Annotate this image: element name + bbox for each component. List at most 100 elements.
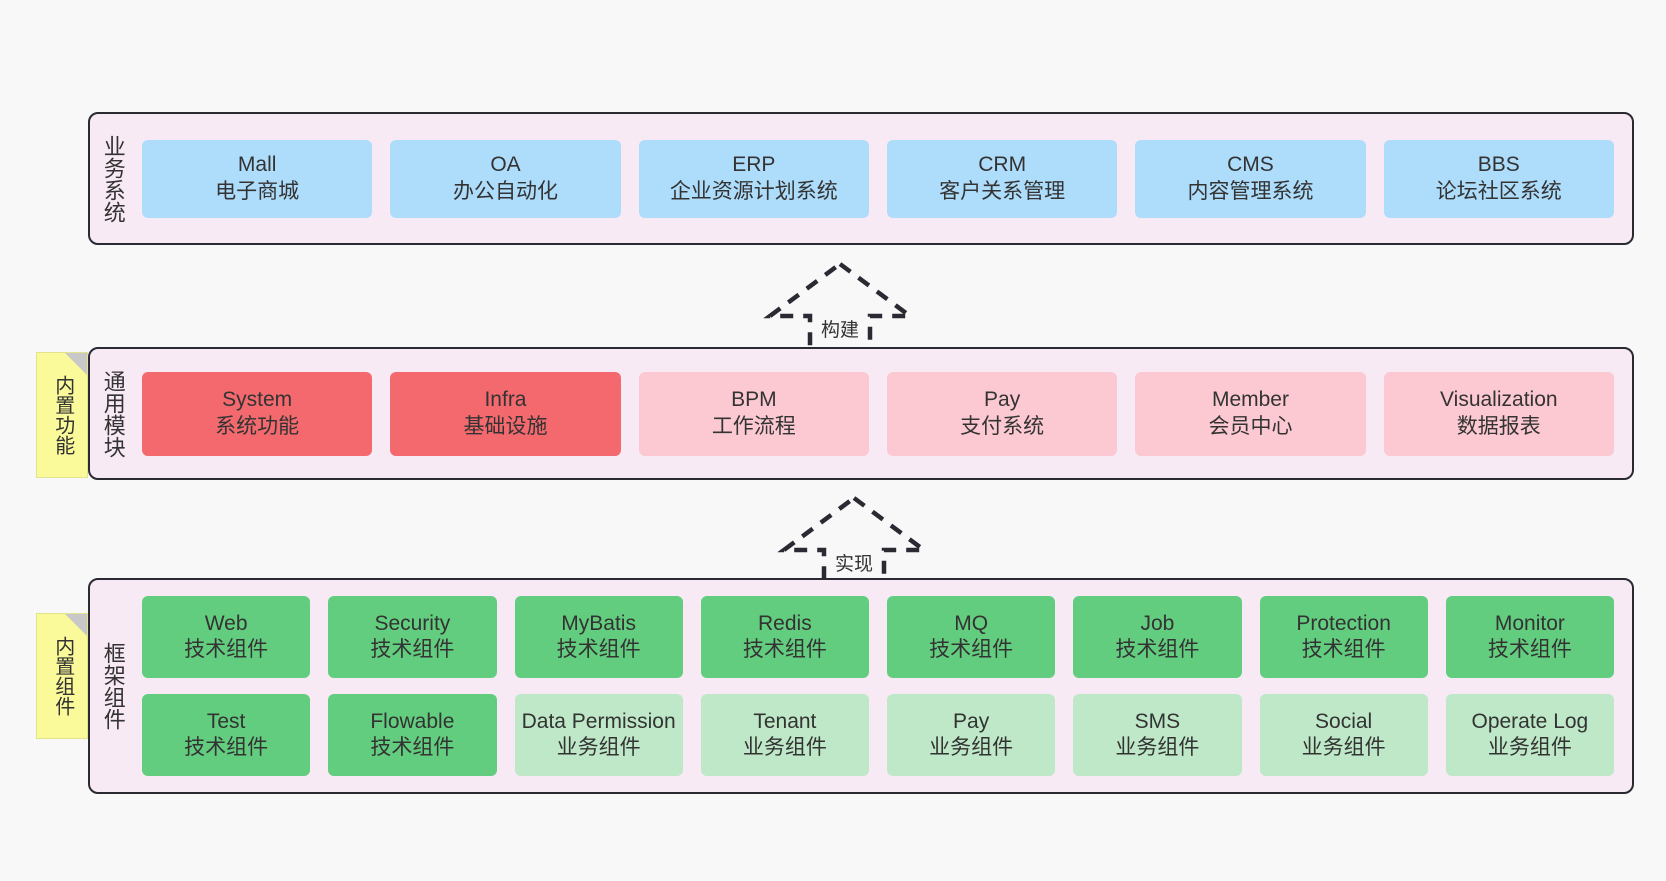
cell-row-common: System 系统功能 Infra 基础设施 BPM 工作流程 Pay 支付系统… [142, 371, 1614, 456]
sticky-note-builtin-function: 内置功能 [36, 352, 88, 478]
component-cn-label: 技术组件 [742, 638, 827, 661]
module-cn-label: 会员中心 [1208, 414, 1293, 438]
module-cn-label: 数据报表 [1456, 414, 1541, 438]
realize-arrow: 实现 [766, 492, 942, 592]
component-en-label: Protection [1296, 611, 1391, 635]
module-en-label: CRM [978, 153, 1027, 177]
component-card-web[interactable]: Web 技术组件 [142, 596, 311, 678]
component-cn-label: 技术组件 [184, 638, 269, 661]
sticky-note-builtin-component: 内置组件 [36, 613, 88, 739]
component-en-label: Tenant [753, 709, 817, 733]
module-cn-label: 工作流程 [711, 414, 796, 438]
component-card-sms[interactable]: SMS 业务组件 [1073, 694, 1242, 776]
layer-body-business: Mall 电子商城 OA 办公自动化 ERP 企业资源计划系统 CRM 客户关系… [136, 114, 1632, 243]
module-card-cms[interactable]: CMS 内容管理系统 [1135, 139, 1366, 218]
component-card-protection[interactable]: Protection 技术组件 [1259, 596, 1428, 678]
component-cn-label: 业务组件 [1487, 736, 1572, 759]
module-cn-label: 客户关系管理 [939, 179, 1066, 203]
component-cn-label: 技术组件 [1301, 638, 1386, 661]
module-en-label: BPM [731, 388, 777, 412]
component-cn-label: 技术组件 [370, 638, 455, 661]
module-card-crm[interactable]: CRM 客户关系管理 [886, 139, 1118, 218]
module-cn-label: 内容管理系统 [1187, 179, 1314, 203]
module-card-infra[interactable]: Infra 基础设施 [390, 371, 621, 456]
component-en-label: SMS [1134, 709, 1181, 733]
component-card-monitor[interactable]: Monitor 技术组件 [1445, 596, 1614, 678]
component-en-label: Pay [953, 709, 990, 733]
module-en-label: Member [1211, 388, 1289, 412]
component-cn-label: 业务组件 [556, 736, 641, 759]
layer-framework-component: 框架组件 Web 技术组件 Security 技术组件 MyBatis 技术组件… [88, 578, 1634, 794]
component-card-flowable[interactable]: Flowable 技术组件 [328, 694, 497, 776]
component-en-label: Data Permission [521, 709, 676, 733]
component-cn-label: 技术组件 [184, 736, 269, 759]
component-card-mybatis[interactable]: MyBatis 技术组件 [514, 596, 683, 678]
component-card-social[interactable]: Social 业务组件 [1259, 694, 1428, 776]
module-cn-label: 系统功能 [215, 414, 300, 438]
realize-arrow-shape [777, 495, 931, 589]
module-cn-label: 企业资源计划系统 [669, 179, 838, 203]
component-en-label: MQ [954, 611, 989, 635]
module-en-label: System [222, 388, 293, 412]
module-en-label: OA [490, 153, 521, 177]
module-card-system[interactable]: System 系统功能 [142, 371, 373, 456]
component-en-label: Web [204, 611, 248, 635]
cell-row-business: Mall 电子商城 OA 办公自动化 ERP 企业资源计划系统 CRM 客户关系… [142, 139, 1614, 218]
layer-body-framework: Web 技术组件 Security 技术组件 MyBatis 技术组件 Redi… [136, 580, 1632, 792]
component-en-label: Social [1315, 709, 1373, 733]
module-en-label: Visualization [1440, 388, 1558, 412]
component-card-mq[interactable]: MQ 技术组件 [887, 596, 1056, 678]
layer-title-business: 业务系统 [100, 134, 126, 223]
component-card-job[interactable]: Job 技术组件 [1073, 596, 1242, 678]
module-en-label: Mall [237, 153, 277, 177]
component-cn-label: 技术组件 [1115, 638, 1200, 661]
module-card-bpm[interactable]: BPM 工作流程 [638, 371, 869, 456]
module-en-label: CMS [1227, 153, 1274, 177]
component-cn-label: 业务组件 [742, 736, 827, 759]
component-en-label: Test [206, 709, 246, 733]
component-en-label: Flowable [370, 709, 455, 733]
cell-row-framework-business: Test 技术组件 Flowable 技术组件 Data Permission … [142, 694, 1614, 776]
module-en-label: Infra [484, 388, 527, 412]
component-cn-label: 技术组件 [370, 736, 455, 759]
layer-title-framework: 框架组件 [100, 642, 126, 730]
component-card-tenant[interactable]: Tenant 业务组件 [700, 694, 869, 776]
component-en-label: Monitor [1494, 611, 1565, 635]
component-card-security[interactable]: Security 技术组件 [328, 596, 497, 678]
build-arrow-shape [763, 261, 917, 355]
component-en-label: Redis [758, 611, 812, 635]
module-card-bbs[interactable]: BBS 论坛社区系统 [1383, 139, 1614, 218]
component-en-label: Operate Log [1471, 709, 1589, 733]
sticky-note-label: 内置组件 [51, 636, 74, 716]
module-card-pay[interactable]: Pay 支付系统 [886, 371, 1118, 456]
module-cn-label: 办公自动化 [452, 179, 558, 203]
module-card-member[interactable]: Member 会员中心 [1135, 371, 1366, 456]
module-en-label: BBS [1477, 153, 1520, 177]
cell-row-framework-tech: Web 技术组件 Security 技术组件 MyBatis 技术组件 Redi… [142, 596, 1614, 678]
layer-body-common: System 系统功能 Infra 基础设施 BPM 工作流程 Pay 支付系统… [136, 349, 1632, 478]
module-cn-label: 论坛社区系统 [1435, 179, 1562, 203]
component-cn-label: 业务组件 [929, 736, 1014, 759]
component-en-label: Security [374, 611, 451, 635]
component-card-pay[interactable]: Pay 业务组件 [887, 694, 1056, 776]
module-card-erp[interactable]: ERP 企业资源计划系统 [638, 139, 869, 218]
component-cn-label: 技术组件 [556, 638, 641, 661]
component-cn-label: 业务组件 [1301, 736, 1386, 759]
layer-business-system: 业务系统 Mall 电子商城 OA 办公自动化 ERP 企业资源计划系统 CRM… [88, 112, 1634, 245]
sticky-note-label: 内置功能 [51, 375, 74, 455]
component-en-label: Job [1140, 611, 1175, 635]
component-card-data-permission[interactable]: Data Permission 业务组件 [514, 694, 683, 776]
module-cn-label: 基础设施 [463, 414, 548, 438]
module-card-visualization[interactable]: Visualization 数据报表 [1383, 371, 1614, 456]
component-card-test[interactable]: Test 技术组件 [142, 694, 311, 776]
module-en-label: Pay [984, 388, 1021, 412]
component-en-label: MyBatis [561, 611, 636, 635]
module-cn-label: 电子商城 [215, 179, 300, 203]
component-cn-label: 业务组件 [1115, 736, 1200, 759]
component-card-redis[interactable]: Redis 技术组件 [700, 596, 869, 678]
layer-title-common: 通用模块 [100, 369, 126, 458]
module-card-oa[interactable]: OA 办公自动化 [390, 139, 621, 218]
module-en-label: ERP [732, 153, 776, 177]
component-card-operate-log[interactable]: Operate Log 业务组件 [1445, 694, 1614, 776]
module-card-mall[interactable]: Mall 电子商城 [142, 139, 373, 218]
